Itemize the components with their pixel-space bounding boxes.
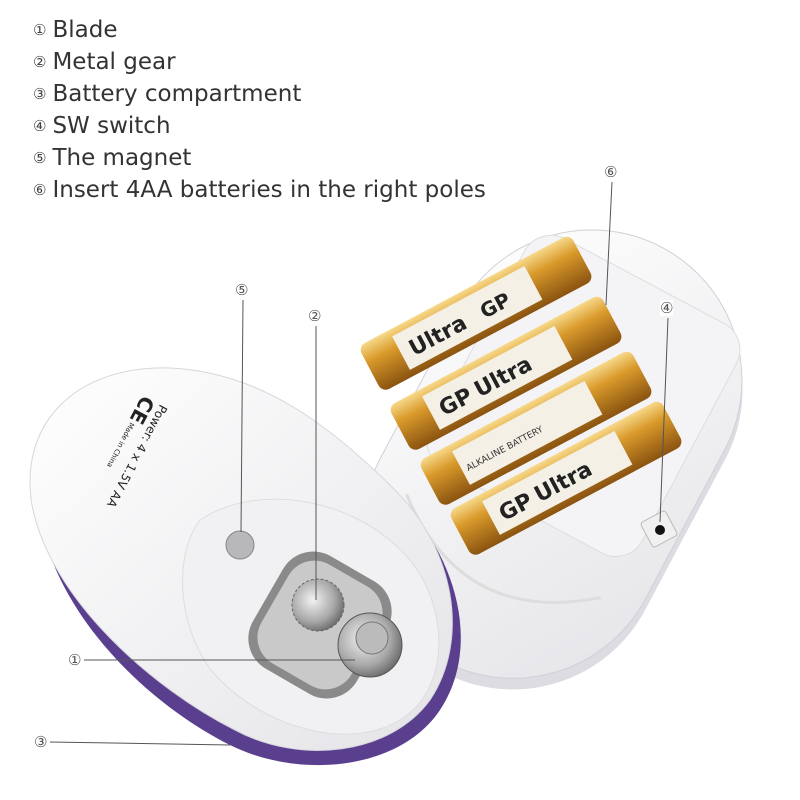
- callout-3: ③: [34, 733, 48, 751]
- callout-6: ⑥: [604, 163, 618, 181]
- callout-lines: [49, 181, 669, 746]
- metal-gear: [291, 578, 345, 632]
- sw-switch: [640, 510, 678, 548]
- batteries: Ultra GP GP Ultra ALKALINE BATTERY GP Ul…: [360, 236, 682, 555]
- callout-4: ④: [660, 299, 674, 317]
- callout-5: ⑤: [235, 281, 249, 299]
- device-front: Power: 4 x 1.5V AA CE Made in China: [29, 367, 461, 766]
- callout-2: ②: [308, 307, 322, 325]
- callout-1: ①: [68, 651, 82, 669]
- magnet: [225, 530, 255, 560]
- battery: GP Ultra: [390, 296, 622, 450]
- battery: Ultra GP: [360, 236, 592, 390]
- battery: GP Ultra: [450, 401, 682, 555]
